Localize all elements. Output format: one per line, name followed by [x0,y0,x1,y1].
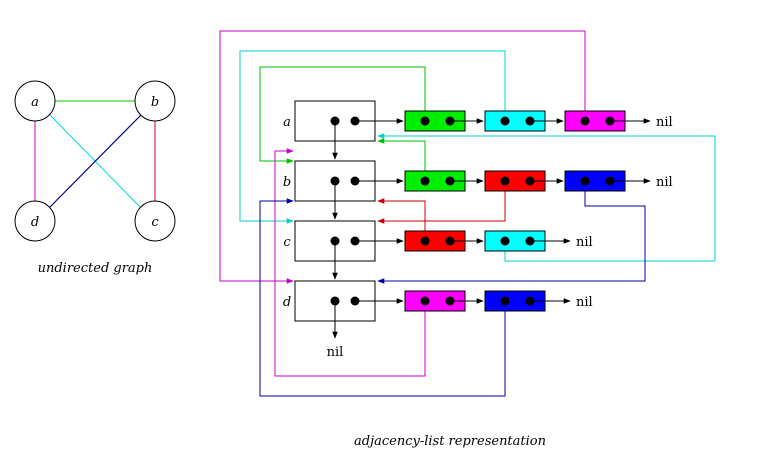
nil-header: nil [327,345,344,360]
pointer-d-a [274,148,426,377]
row-label-c: c [283,235,291,250]
nil-c: nil [576,235,593,250]
nil-d: nil [576,295,593,310]
pointer-c-b [377,198,426,231]
vertex-d: d [14,200,56,242]
vertex-label-b: b [151,95,159,110]
pointer-d-b [259,198,506,397]
list-node-b-d [564,170,626,192]
pointer-b-c [377,191,506,224]
vertex-label-d: d [31,215,39,230]
list-node-d-a [404,290,466,312]
pointer-c-a [377,133,716,262]
pointer-a-b [259,66,426,164]
vertex-label-a: a [31,95,39,110]
pointer-b-d [377,191,646,284]
nil-a: nil [656,115,673,130]
vertex-b: b [134,80,176,122]
pointer-a-d [219,30,586,284]
row-label-d: d [283,295,291,310]
vertex-c: c [134,200,176,242]
row-label-b: b [283,175,291,190]
pointer-a-c [239,50,506,224]
vertex-a: a [14,80,56,122]
undirected-graph: a b c d undirected graph [14,80,176,276]
nil-b: nil [656,175,673,190]
row-label-a: a [283,115,291,130]
list-node-a-c [484,110,546,132]
vertex-label-c: c [151,215,159,230]
list-node-d-b [484,290,546,312]
adjacency-list: a b c d nil [219,30,716,449]
adjacency-caption: adjacency-list representation [354,434,546,449]
pointer-b-a [377,138,426,171]
graph-caption: undirected graph [38,261,153,276]
edge-b-d [48,114,142,209]
